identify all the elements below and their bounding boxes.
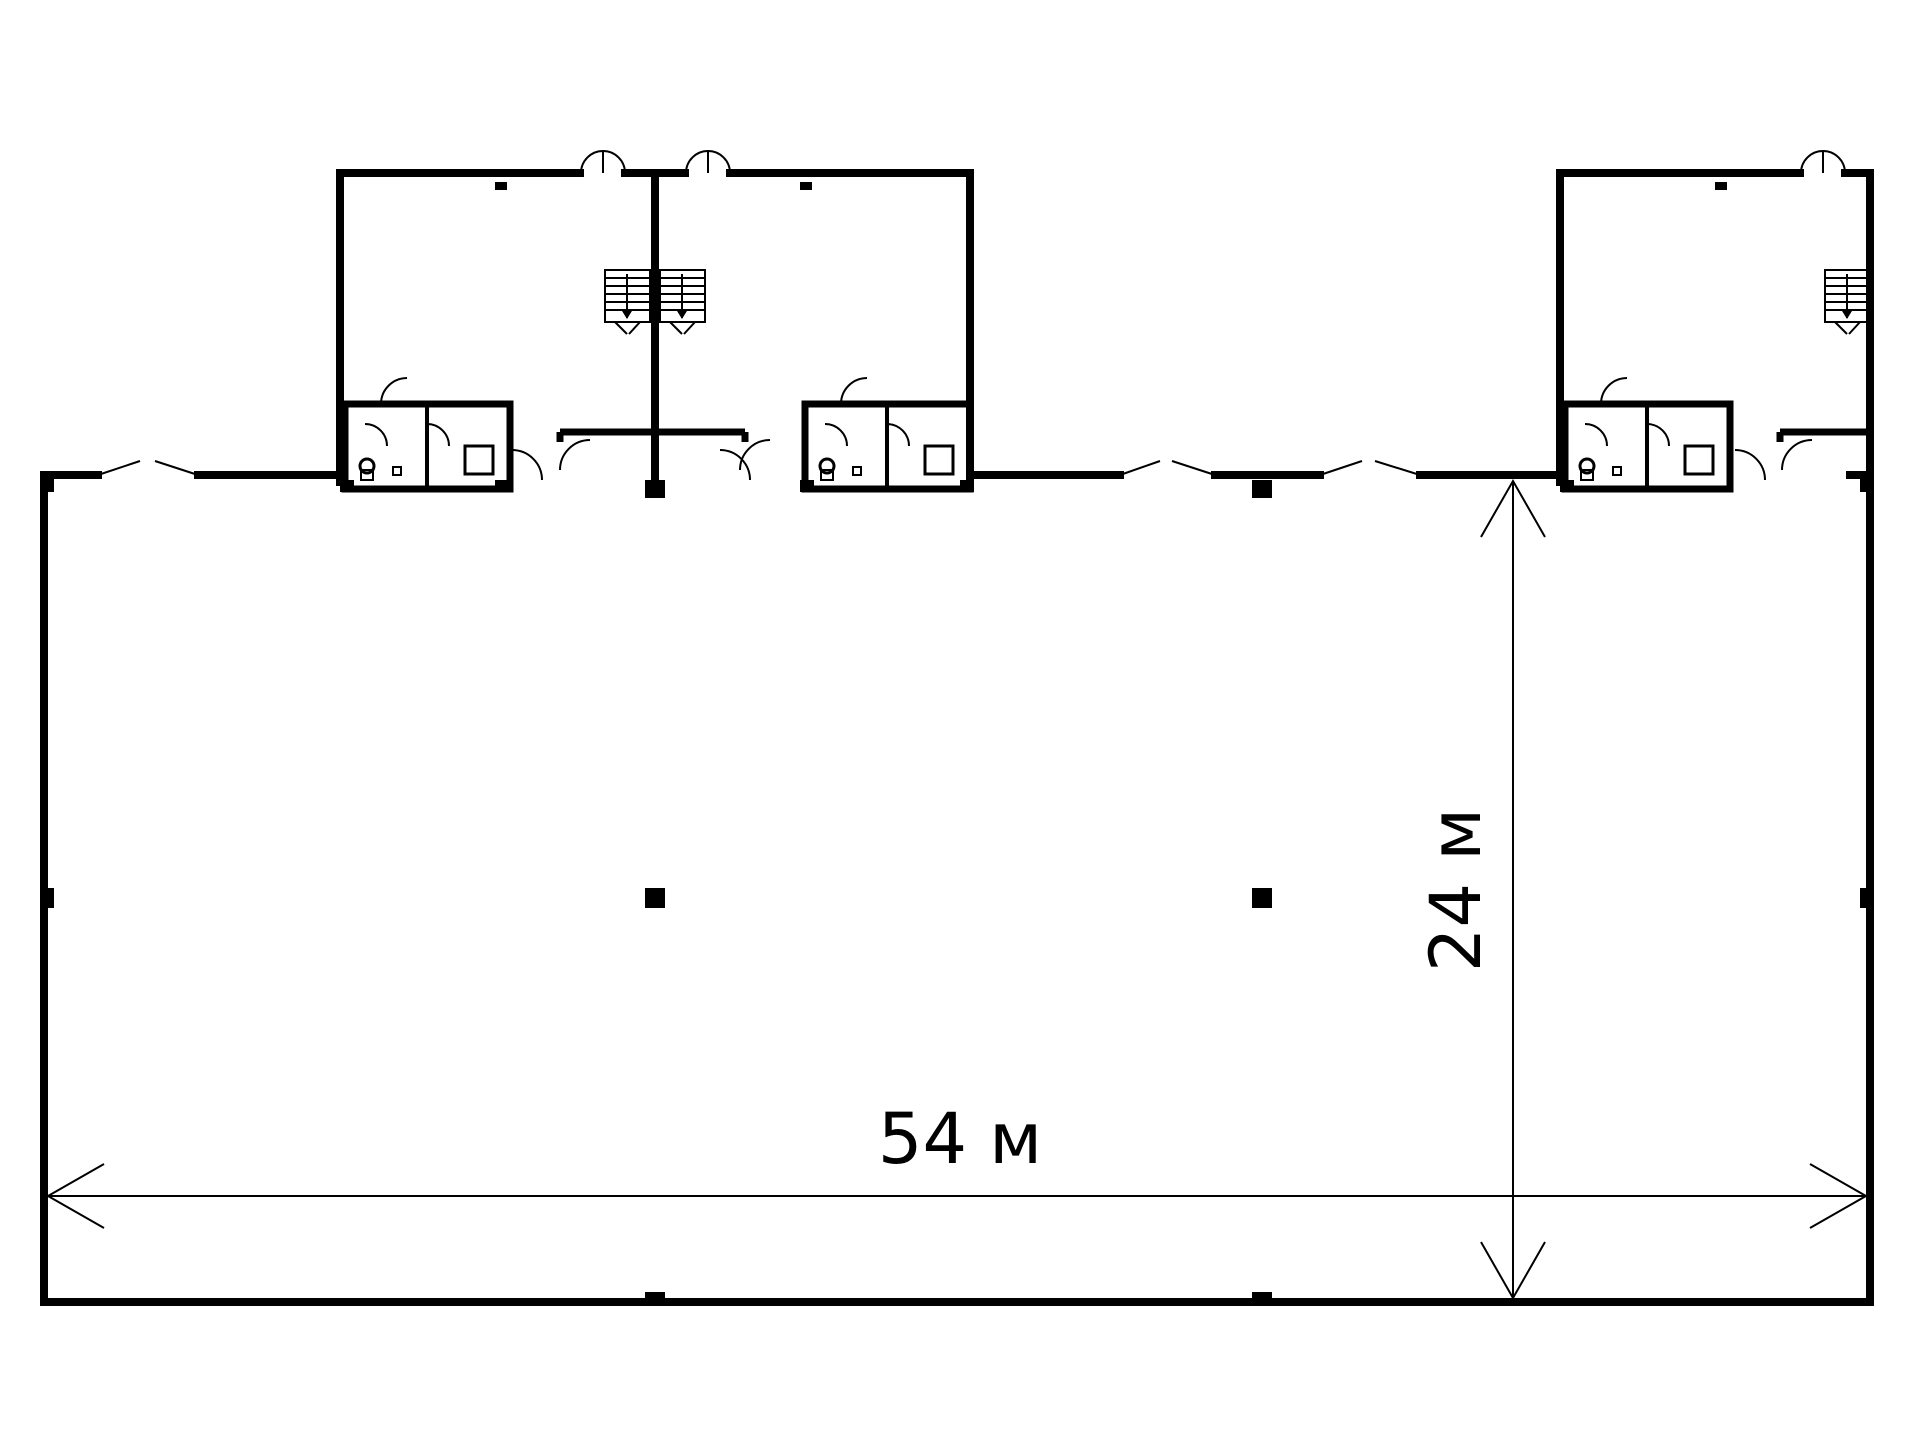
module-a [336,150,749,492]
width-dimension-line [45,1163,1869,1229]
module-c [1556,150,1874,492]
hall-columns [44,478,1870,1302]
height-dimension-line [1480,478,1546,1301]
module-b [651,150,974,492]
hall-sliding-doors [97,460,1421,476]
width-dimension-label: 54 м [878,1098,1042,1180]
height-dimension-label: 24 м [1415,808,1497,972]
